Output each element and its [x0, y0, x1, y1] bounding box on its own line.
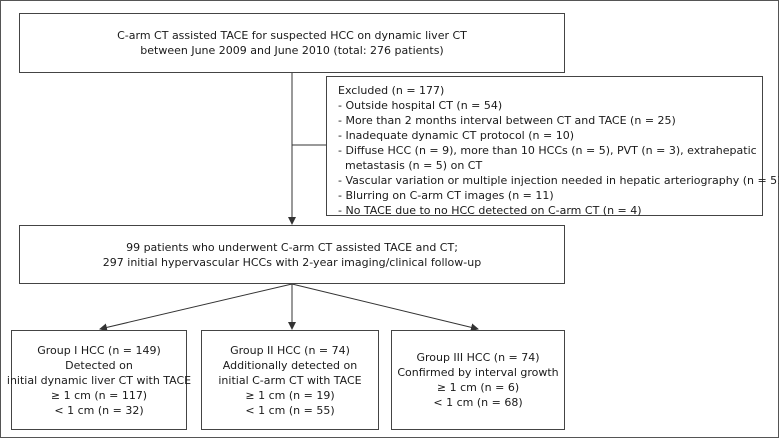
- group-1-small: < 1 cm (n = 32): [54, 403, 144, 417]
- excluded-item: - More than 2 months interval between CT…: [338, 114, 676, 127]
- excluded-item: - Vascular variation or multiple injecti…: [338, 174, 779, 187]
- group-3-title: Group III HCC (n = 74): [416, 351, 540, 364]
- group-1-desc: initial dynamic liver CT with TACE: [6, 373, 192, 387]
- group-2-large: ≥ 1 cm (n = 19): [245, 388, 335, 402]
- group-1-box: Group I HCC (n = 149) Detected on initia…: [7, 330, 191, 430]
- group-3-box: Group III HCC (n = 74) Confirmed by inte…: [391, 330, 565, 430]
- study-population-box: 99 patients who underwent C-arm CT assis…: [19, 225, 565, 284]
- excluded-item: - Outside hospital CT (n = 54): [338, 99, 503, 112]
- excluded-item: - No TACE due to no HCC detected on C-ar…: [338, 204, 642, 217]
- excluded-item: - Diffuse HCC (n = 9), more than 10 HCCs…: [338, 144, 757, 157]
- group-2-small: < 1 cm (n = 55): [245, 403, 335, 417]
- group-3-desc: Confirmed by interval growth: [397, 366, 559, 379]
- enrollment-line-1: C-arm CT assisted TACE for suspected HCC…: [117, 29, 467, 42]
- arrow-to-group-3: [291, 283, 479, 332]
- group-2-title: Group II HCC (n = 74): [230, 343, 350, 357]
- group-1-title: Group I HCC (n = 149): [37, 343, 161, 357]
- group-3-small: < 1 cm (n = 68): [433, 396, 523, 409]
- enrollment-line-2: between June 2009 and June 2010 (total: …: [140, 44, 444, 57]
- group-3-large: ≥ 1 cm (n = 6): [436, 381, 520, 394]
- group-1-desc: Detected on: [65, 358, 133, 372]
- excluded-title: Excluded (n = 177): [338, 84, 445, 97]
- excluded-box: Excluded (n = 177) - Outside hospital CT…: [326, 76, 779, 217]
- group-2-desc: Additionally detected on: [222, 358, 358, 372]
- group-1-large: ≥ 1 cm (n = 117): [50, 388, 148, 402]
- excluded-item: - Blurring on C-arm CT images (n = 11): [338, 189, 554, 202]
- group-2-desc: initial C-arm CT with TACE: [218, 373, 362, 387]
- population-line-2: 297 initial hypervascular HCCs with 2-ye…: [102, 255, 482, 269]
- enrollment-box: C-arm CT assisted TACE for suspected HCC…: [19, 13, 565, 73]
- excluded-item-continued: metastasis (n = 5) on CT: [338, 159, 483, 172]
- excluded-item: - Inadequate dynamic CT protocol (n = 10…: [338, 129, 574, 142]
- group-2-box: Group II HCC (n = 74) Additionally detec…: [201, 330, 379, 430]
- arrow-to-group-1: [99, 283, 293, 332]
- population-line-1: 99 patients who underwent C-arm CT assis…: [126, 240, 458, 254]
